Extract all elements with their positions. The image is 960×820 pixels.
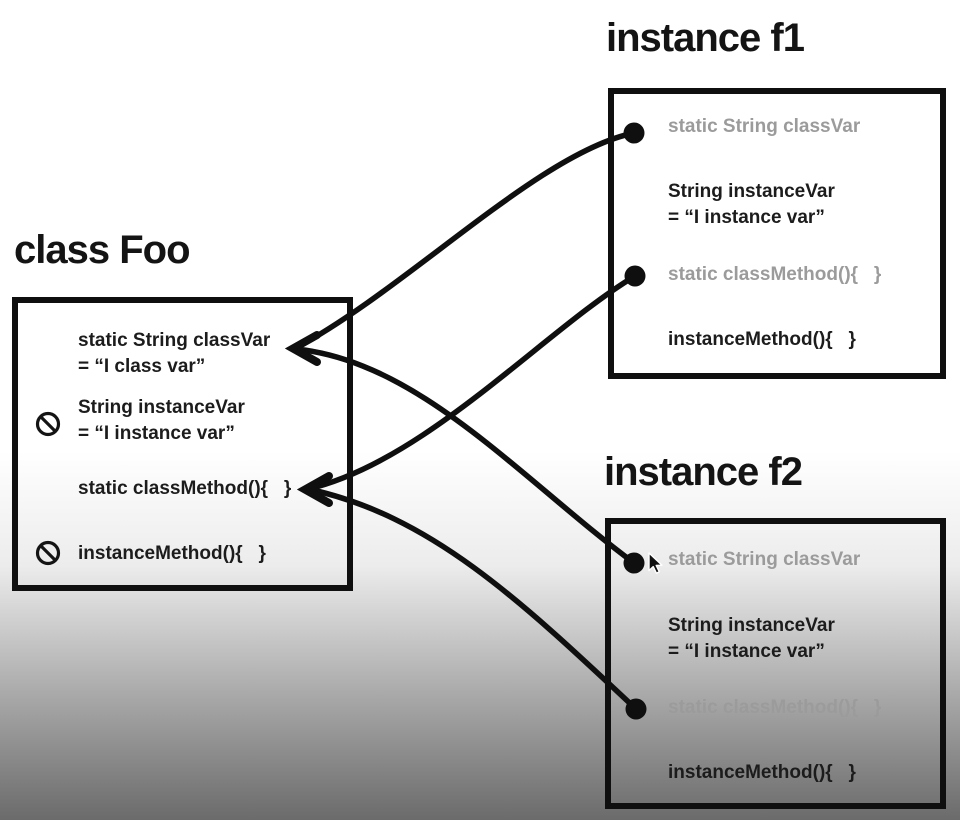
f2-instance-method: instanceMethod(){ } <box>668 762 856 783</box>
class-foo-title: class Foo <box>14 228 191 272</box>
f2-instance-var-line2: = “I instance var” <box>668 641 825 662</box>
class-instance-var-line1: String instanceVar <box>78 397 245 418</box>
no-entry-icon <box>35 540 61 566</box>
f1-class-var: static String classVar <box>668 116 861 137</box>
class-instance-var: String instanceVar = “I instance var” <box>78 395 245 447</box>
f1-instance-var: String instanceVar = “I instance var” <box>668 179 835 231</box>
instance-f2-title: instance f2 <box>604 450 803 494</box>
class-var-line2: = “I class var” <box>78 356 206 377</box>
class-method: static classMethod(){ } <box>78 478 292 499</box>
class-foo-box: static String classVar = “I class var” St… <box>12 297 353 591</box>
arrow-f1-classmethod-to-foo <box>305 273 638 492</box>
f2-class-method: static classMethod(){ } <box>668 697 882 718</box>
class-instance-var-line2: = “I instance var” <box>78 423 235 444</box>
f1-instance-method: instanceMethod(){ } <box>668 329 856 350</box>
instance-f1-title: instance f1 <box>606 16 805 60</box>
no-entry-icon <box>35 411 61 437</box>
arrow-f2-classmethod-to-foo <box>305 486 639 712</box>
class-instance-method: instanceMethod(){ } <box>78 543 266 564</box>
instance-f2-box: static String classVar String instanceVa… <box>605 518 946 809</box>
instance-f1-box: static String classVar String instanceVa… <box>608 88 946 379</box>
f2-instance-var-line1: String instanceVar <box>668 615 835 636</box>
class-var-line1: static String classVar <box>78 330 271 351</box>
f1-instance-var-line1: String instanceVar <box>668 181 835 202</box>
f1-class-method: static classMethod(){ } <box>668 264 882 285</box>
f2-instance-var: String instanceVar = “I instance var” <box>668 613 835 665</box>
f2-class-var: static String classVar <box>668 549 861 570</box>
class-var: static String classVar = “I class var” <box>78 328 270 380</box>
f1-instance-var-line2: = “I instance var” <box>668 207 825 228</box>
